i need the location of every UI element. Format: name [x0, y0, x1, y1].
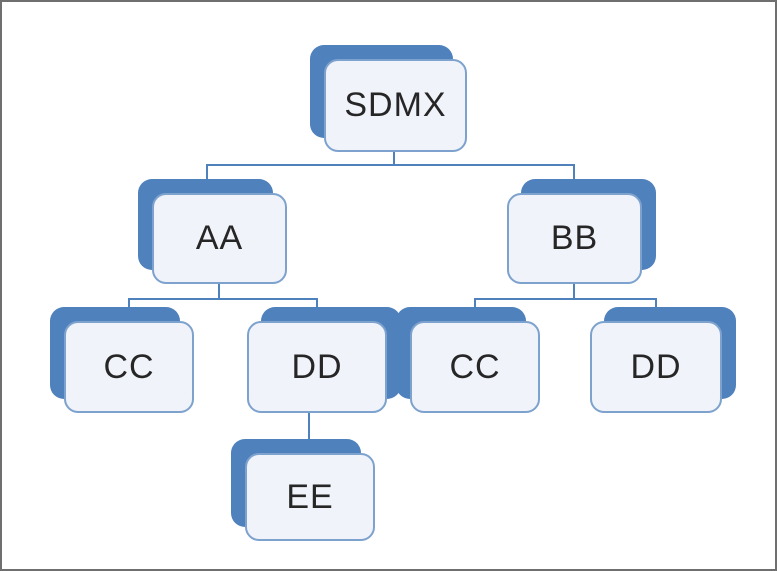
node-dd2-face: DD	[590, 321, 722, 413]
node-dd1-face: DD	[247, 321, 387, 413]
node-ee: EE	[231, 439, 375, 541]
node-aa: AA	[138, 179, 287, 284]
node-dd2: DD	[590, 307, 736, 413]
node-cc2-face: CC	[410, 321, 540, 413]
connector-to-bb	[573, 164, 575, 193]
connector-to-aa	[206, 164, 208, 193]
node-sdmx-label: SDMX	[344, 86, 447, 124]
node-cc2: CC	[396, 307, 540, 413]
node-cc1-face: CC	[64, 321, 194, 413]
node-cc2-label: CC	[449, 347, 501, 386]
connector-bb-stem	[573, 284, 575, 299]
node-sdmx: SDMX	[310, 45, 467, 152]
connector-bb-bar	[474, 298, 657, 300]
node-ee-face: EE	[245, 453, 375, 541]
connector-aa-stem	[218, 284, 220, 299]
node-dd2-label: DD	[630, 347, 682, 386]
connector-level1-bar	[206, 164, 575, 166]
node-sdmx-face: SDMX	[324, 59, 467, 152]
connector-aa-bar	[128, 298, 318, 300]
node-bb-label: BB	[550, 219, 599, 257]
node-bb-face: BB	[507, 193, 642, 284]
connector-to-ee	[308, 413, 310, 453]
connector-sdmx-stem	[393, 152, 395, 165]
node-aa-face: AA	[152, 193, 287, 284]
node-dd1: DD	[247, 307, 401, 413]
node-aa-label: AA	[195, 219, 244, 257]
node-bb: BB	[507, 179, 656, 284]
node-cc1-label: CC	[103, 347, 155, 386]
node-cc1: CC	[50, 307, 194, 413]
node-ee-label: EE	[286, 477, 334, 516]
node-dd1-label: DD	[291, 347, 343, 386]
